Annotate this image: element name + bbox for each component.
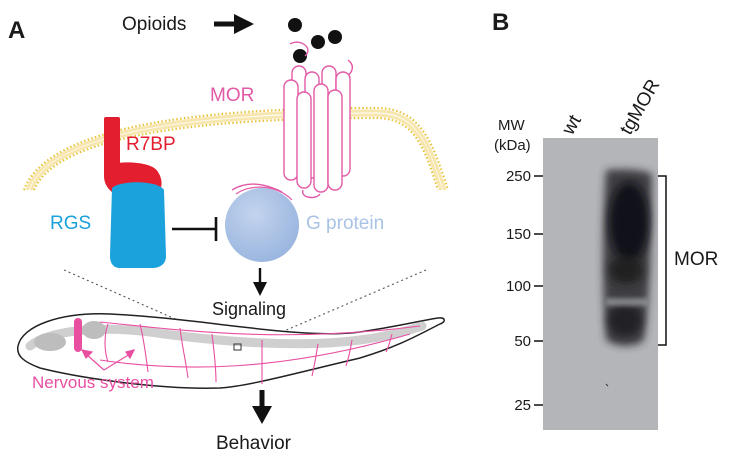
mw-marker-50: 50	[514, 333, 543, 350]
mw-marker-25: 25	[514, 397, 543, 414]
mw-axis-title-line1: MW	[498, 117, 525, 134]
panel-a-label: A	[8, 17, 25, 44]
g-protein-label: G protein	[306, 213, 384, 234]
opioids-label: Opioids	[122, 14, 186, 35]
signaling-arrow	[253, 268, 267, 296]
mor-receptor	[231, 41, 354, 199]
mor-label: MOR	[210, 85, 254, 106]
western-blot	[543, 138, 658, 430]
svg-text:100: 100	[506, 278, 531, 295]
behavior-label: Behavior	[216, 433, 292, 454]
signaling-label: Signaling	[212, 299, 286, 319]
rgs-label: RGS	[50, 213, 91, 234]
svg-text:250: 250	[506, 168, 531, 185]
rgs-inhibition-arrow	[172, 217, 218, 241]
mor-band-bracket	[658, 175, 667, 346]
worm-head-ganglion	[74, 318, 82, 352]
g-protein	[225, 186, 299, 262]
svg-text:50: 50	[514, 333, 531, 350]
mw-marker-150: 150	[506, 226, 543, 243]
mw-marker-250: 250	[506, 168, 543, 185]
nervous-system-label: Nervous system	[32, 373, 154, 392]
panel-b: B MW (kDa) wt tgMOR 250 150	[492, 9, 718, 430]
panel-a: A Opioids MOR	[8, 14, 450, 454]
behavior-arrow	[252, 390, 272, 424]
mw-markers: 250 150 100 50 25	[506, 168, 543, 414]
r7bp-label: R7BP	[126, 134, 176, 155]
mor-band-label: MOR	[674, 249, 718, 270]
nervous-system-pointers	[80, 349, 136, 371]
rgs	[110, 182, 166, 268]
opioid-arrow	[214, 14, 254, 34]
worm-nerves	[99, 321, 421, 384]
svg-text:25: 25	[514, 397, 531, 414]
panel-b-label: B	[492, 9, 509, 36]
lane-label-wt: wt	[558, 111, 587, 139]
cell-membrane	[22, 106, 450, 191]
lane-label-tgmor: tgMOR	[616, 76, 664, 139]
worm	[16, 313, 445, 389]
svg-text:150: 150	[506, 226, 531, 243]
mw-axis-title-line2: (kDa)	[494, 137, 531, 154]
mw-marker-100: 100	[506, 278, 543, 295]
opioid-molecules	[288, 18, 342, 63]
